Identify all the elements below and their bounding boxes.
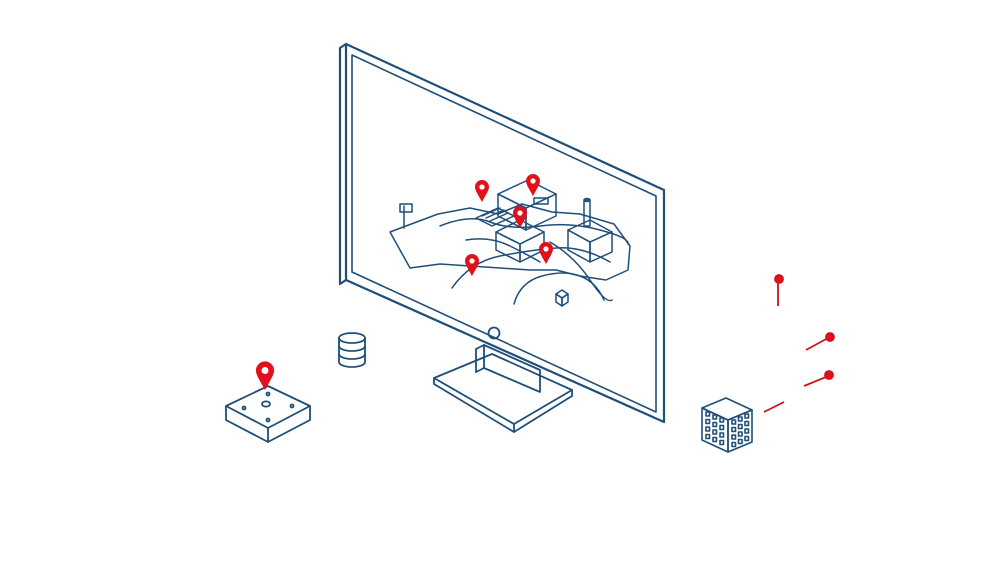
database-icon [338, 332, 366, 368]
building-icon [701, 397, 753, 453]
building-window [705, 418, 711, 425]
route-node-icon [763, 401, 785, 413]
map-road [465, 238, 541, 263]
map-pin-icon [475, 180, 489, 202]
building-window [737, 438, 743, 445]
building-window [712, 429, 718, 435]
building-window [731, 441, 737, 448]
building-window [719, 424, 725, 431]
device-map-pin-icon [255, 361, 275, 390]
map-pin-icon [513, 206, 527, 228]
building-window [705, 426, 711, 432]
map-pin-icon [465, 254, 479, 276]
map-pins [465, 174, 553, 276]
building-window [705, 433, 711, 440]
building-window [737, 431, 743, 437]
route-node-icon [805, 332, 835, 351]
building-windows [705, 411, 750, 448]
building-window [719, 439, 725, 446]
building-window [731, 426, 737, 433]
monitor-icon [338, 42, 666, 433]
map-sign [399, 203, 413, 213]
map-pin-icon [539, 242, 553, 264]
building-window [744, 413, 750, 419]
building-window [731, 434, 737, 440]
monitor-neck [483, 344, 541, 393]
route-node-icon [774, 274, 784, 306]
building-window [731, 419, 737, 425]
building-window [719, 432, 725, 438]
map-road [549, 241, 613, 302]
monitor-bezel [344, 42, 666, 424]
building-window [737, 423, 743, 430]
building-window [712, 421, 718, 428]
map-icon [389, 179, 631, 307]
map-terrain [389, 203, 631, 281]
monitor-screen [351, 54, 657, 413]
building-window [744, 420, 750, 427]
map-crate [555, 289, 569, 307]
building-window [737, 416, 743, 422]
monitor-power-button [487, 326, 501, 340]
sensor-device-icon [225, 385, 311, 443]
route-node-icon [803, 370, 834, 387]
building-window [744, 428, 750, 434]
map-tower-building [567, 197, 613, 263]
monitor-bezel-edge [338, 42, 348, 286]
building-window [719, 417, 725, 423]
building-window [712, 414, 718, 420]
building-window [744, 435, 750, 442]
route-nodes [763, 274, 835, 413]
building-window [712, 436, 718, 443]
map-pin-icon [526, 174, 540, 196]
building-window [705, 411, 711, 417]
map-pin-icon [255, 361, 275, 390]
